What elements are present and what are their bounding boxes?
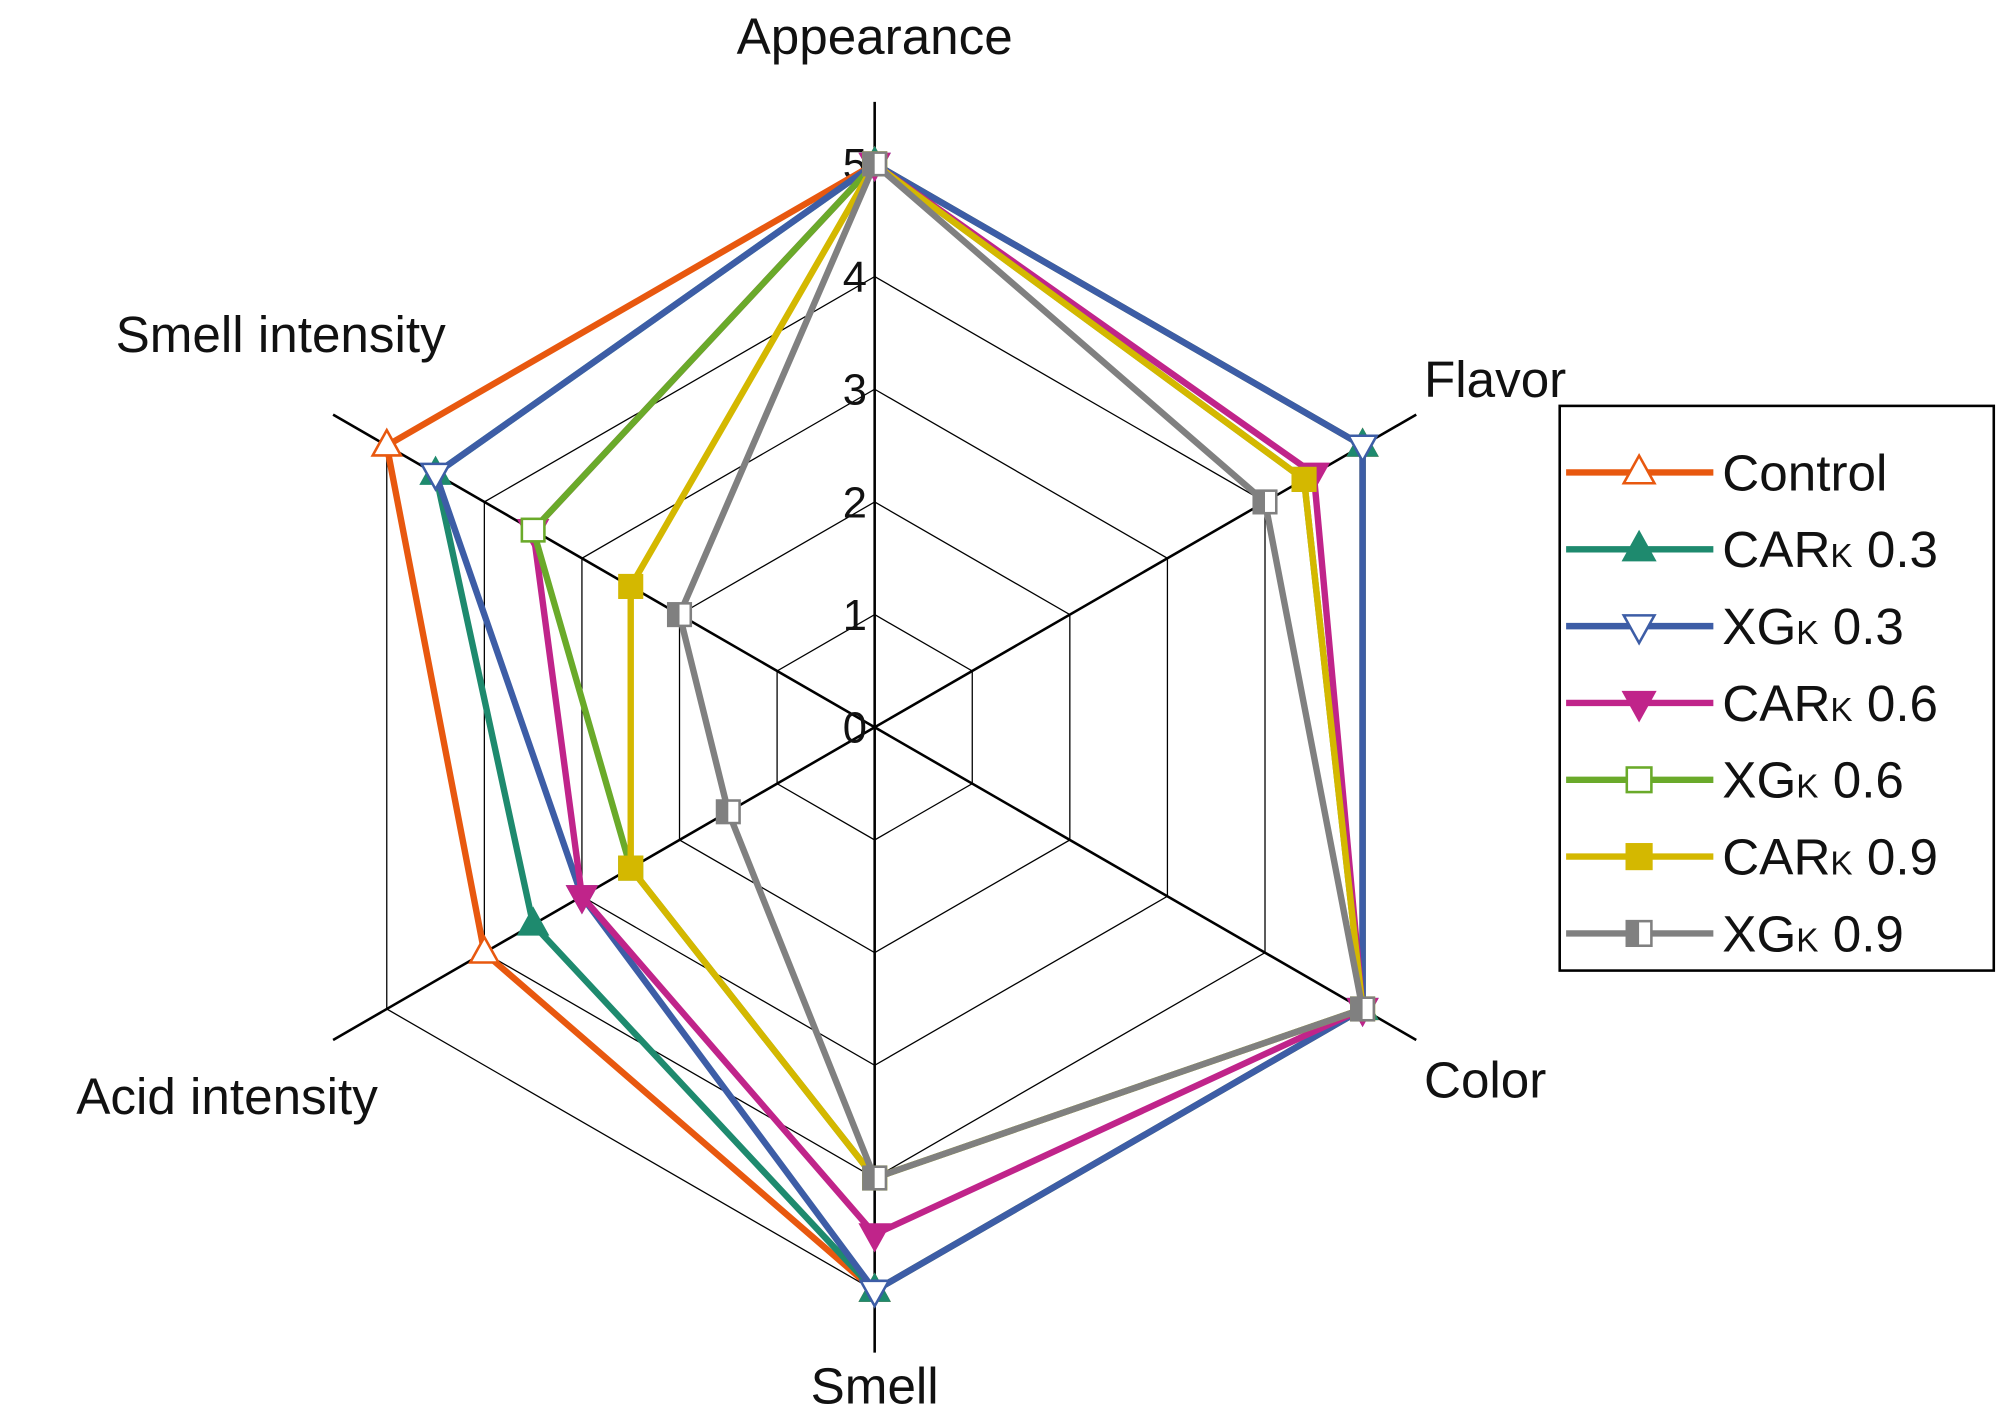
grid xyxy=(332,101,1417,1353)
series-cark-0-9 xyxy=(618,151,1376,1191)
legend-label-suffix: 0.9 xyxy=(1853,829,1938,886)
legend-label-sub: K xyxy=(1796,922,1818,959)
legend-label: CARK 0.6 xyxy=(1722,675,1938,732)
legend-label-suffix: 0.3 xyxy=(1853,521,1938,578)
legend-label-base: CAR xyxy=(1722,829,1830,886)
tick-label: 1 xyxy=(843,592,867,640)
legend-label-suffix: 0.9 xyxy=(1819,905,1904,962)
data-point-marker xyxy=(618,573,644,599)
series-xgk-0-3 xyxy=(419,152,1379,1309)
tick-label: 4 xyxy=(843,254,867,302)
data-point-marker xyxy=(1621,452,1657,485)
tick-label: 0 xyxy=(843,705,867,753)
legend-label-base: XG xyxy=(1722,905,1796,962)
data-point-marker-half xyxy=(1253,490,1266,514)
legend-label-base: XG xyxy=(1722,752,1796,809)
series-xgk-0-6 xyxy=(520,151,1376,1191)
data-point-marker-half xyxy=(863,152,875,176)
data-point-marker xyxy=(1621,529,1657,562)
data-point-marker xyxy=(858,1223,891,1253)
legend-label-sub: K xyxy=(1796,769,1818,806)
series-line xyxy=(432,160,1366,1294)
legend-label: XGK 0.9 xyxy=(1722,905,1904,962)
data-point-marker-half xyxy=(1626,921,1640,946)
data-point-marker xyxy=(1346,434,1379,464)
data-point-marker xyxy=(858,1279,891,1309)
legend-entry: CARK 0.3 xyxy=(1566,521,1938,578)
legend-label-base: XG xyxy=(1722,598,1796,655)
legend-entry: Control xyxy=(1566,444,1887,501)
legend-entry: CARK 0.6 xyxy=(1566,675,1938,732)
legend-box xyxy=(1558,404,1996,972)
tick-label: 3 xyxy=(843,367,867,415)
axis-line xyxy=(332,413,876,729)
axis-line xyxy=(874,726,1417,1042)
data-point-marker xyxy=(618,855,644,881)
axis-label: Appearance xyxy=(737,8,1013,65)
axis-line xyxy=(332,726,876,1042)
legend-label-suffix: 0.6 xyxy=(1853,675,1938,732)
series-group xyxy=(370,145,1379,1309)
axis-label: Flavor xyxy=(1424,351,1566,408)
data-point-marker-half xyxy=(668,603,680,626)
series-line xyxy=(529,160,1366,1238)
legend-entry: XGK 0.9 xyxy=(1566,905,1904,962)
data-point-marker-half xyxy=(1351,997,1363,1021)
data-point-marker xyxy=(1625,766,1653,794)
data-point-marker xyxy=(468,934,501,964)
legend-label: Control xyxy=(1722,444,1887,501)
series-xgk-0-9 xyxy=(666,151,1376,1191)
data-point-marker xyxy=(520,517,546,543)
data-point-marker xyxy=(370,427,404,457)
legend-entry: XGK 0.3 xyxy=(1566,598,1904,655)
data-point-marker xyxy=(419,462,452,492)
legend-label-base: CAR xyxy=(1722,675,1830,732)
legend-label-sub: K xyxy=(1796,615,1818,652)
data-point-marker-half xyxy=(717,800,729,824)
legend-label-suffix: 0.3 xyxy=(1819,598,1904,655)
series-line xyxy=(676,160,1366,1182)
legend-label-sub: K xyxy=(1830,538,1852,575)
legend-label-sub: K xyxy=(1830,846,1852,883)
data-point-marker xyxy=(565,885,599,915)
axis-label: Smell intensity xyxy=(116,306,446,363)
axis-label: Smell xyxy=(811,1357,939,1414)
series-line xyxy=(432,160,1366,1294)
tick-label: 2 xyxy=(843,479,867,527)
legend-label: CARK 0.3 xyxy=(1722,521,1938,578)
legend-label: XGK 0.3 xyxy=(1722,598,1904,655)
data-point-marker xyxy=(1625,843,1653,871)
legend-label-suffix: 0.6 xyxy=(1819,752,1904,809)
series-cark-0-3 xyxy=(419,145,1379,1302)
axis-label: Acid intensity xyxy=(76,1068,378,1125)
data-point-marker xyxy=(1291,466,1317,492)
data-point-marker xyxy=(516,906,550,936)
legend-label-base: Control xyxy=(1722,444,1887,501)
data-point-marker xyxy=(1621,690,1657,723)
data-point-marker-half xyxy=(863,1166,875,1190)
series-line xyxy=(627,160,1366,1182)
legend-label: CARK 0.9 xyxy=(1722,829,1938,886)
legend-label: XGK 0.6 xyxy=(1722,752,1904,809)
legend-label-sub: K xyxy=(1830,692,1852,729)
legend-label-base: CAR xyxy=(1722,521,1830,578)
data-point-marker xyxy=(1621,614,1657,646)
axis-label: Color xyxy=(1424,1051,1546,1108)
legend-entry: CARK 0.9 xyxy=(1566,829,1938,886)
legend-entry: XGK 0.6 xyxy=(1566,752,1904,809)
